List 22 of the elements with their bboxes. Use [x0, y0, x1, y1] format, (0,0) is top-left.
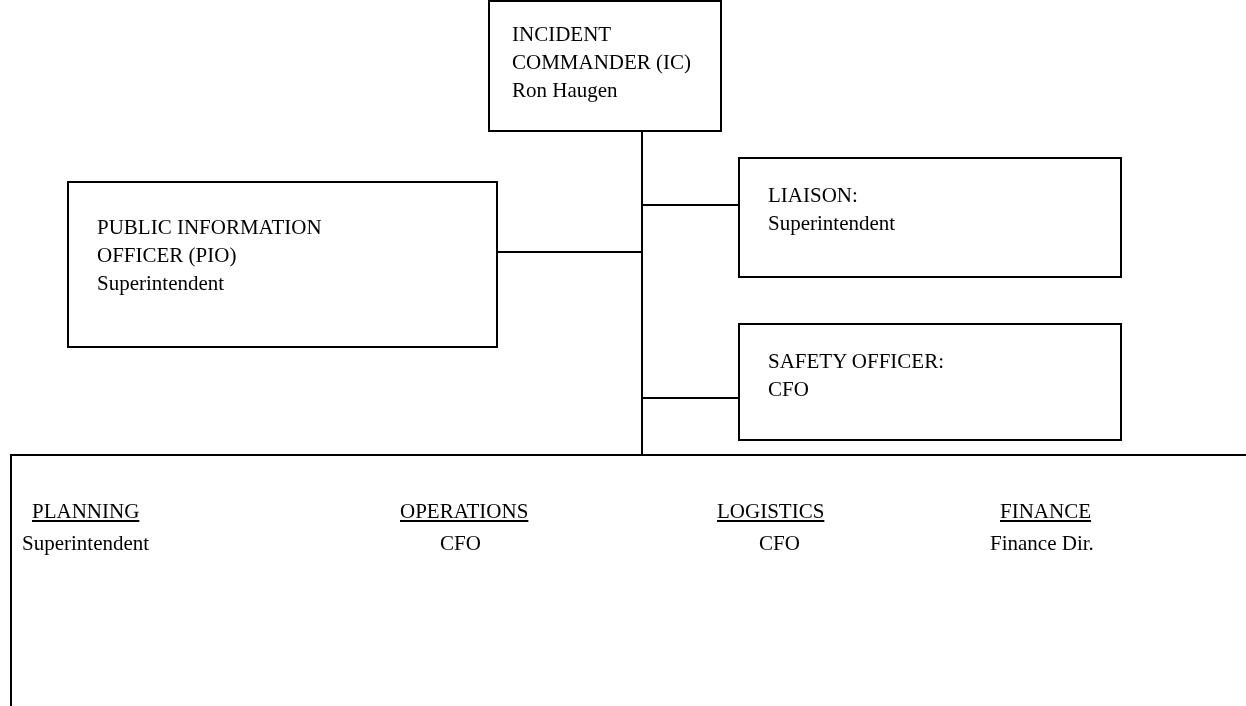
- role-box: [738, 323, 1122, 441]
- role-box: [738, 157, 1122, 278]
- section-band: [10, 454, 1246, 706]
- role-name: CFO: [440, 529, 481, 557]
- section-heading: LOGISTICS: [716, 498, 826, 525]
- connector-line: [641, 131, 643, 456]
- section-heading: PLANNING: [31, 498, 141, 525]
- role-name: CFO: [768, 376, 809, 403]
- role-title: PUBLIC INFORMATION OFFICER (PIO): [97, 214, 323, 269]
- role-name: Ron Haugen: [512, 77, 618, 104]
- role-name: CFO: [759, 529, 800, 557]
- section-heading: FINANCE: [999, 498, 1092, 525]
- section-heading: OPERATIONS: [399, 498, 530, 525]
- role-name: Superintendent: [97, 270, 225, 297]
- role-box: [488, 0, 722, 132]
- role-title: LIAISON:: [768, 182, 858, 209]
- role-box: [67, 181, 498, 348]
- role-name: Superintendent: [768, 210, 896, 237]
- role-name: Superintendent: [22, 529, 150, 557]
- role-title: INCIDENT COMMANDER (IC): [512, 21, 693, 76]
- role-title: SAFETY OFFICER:: [768, 348, 944, 375]
- role-name: Finance Dir.: [990, 529, 1094, 557]
